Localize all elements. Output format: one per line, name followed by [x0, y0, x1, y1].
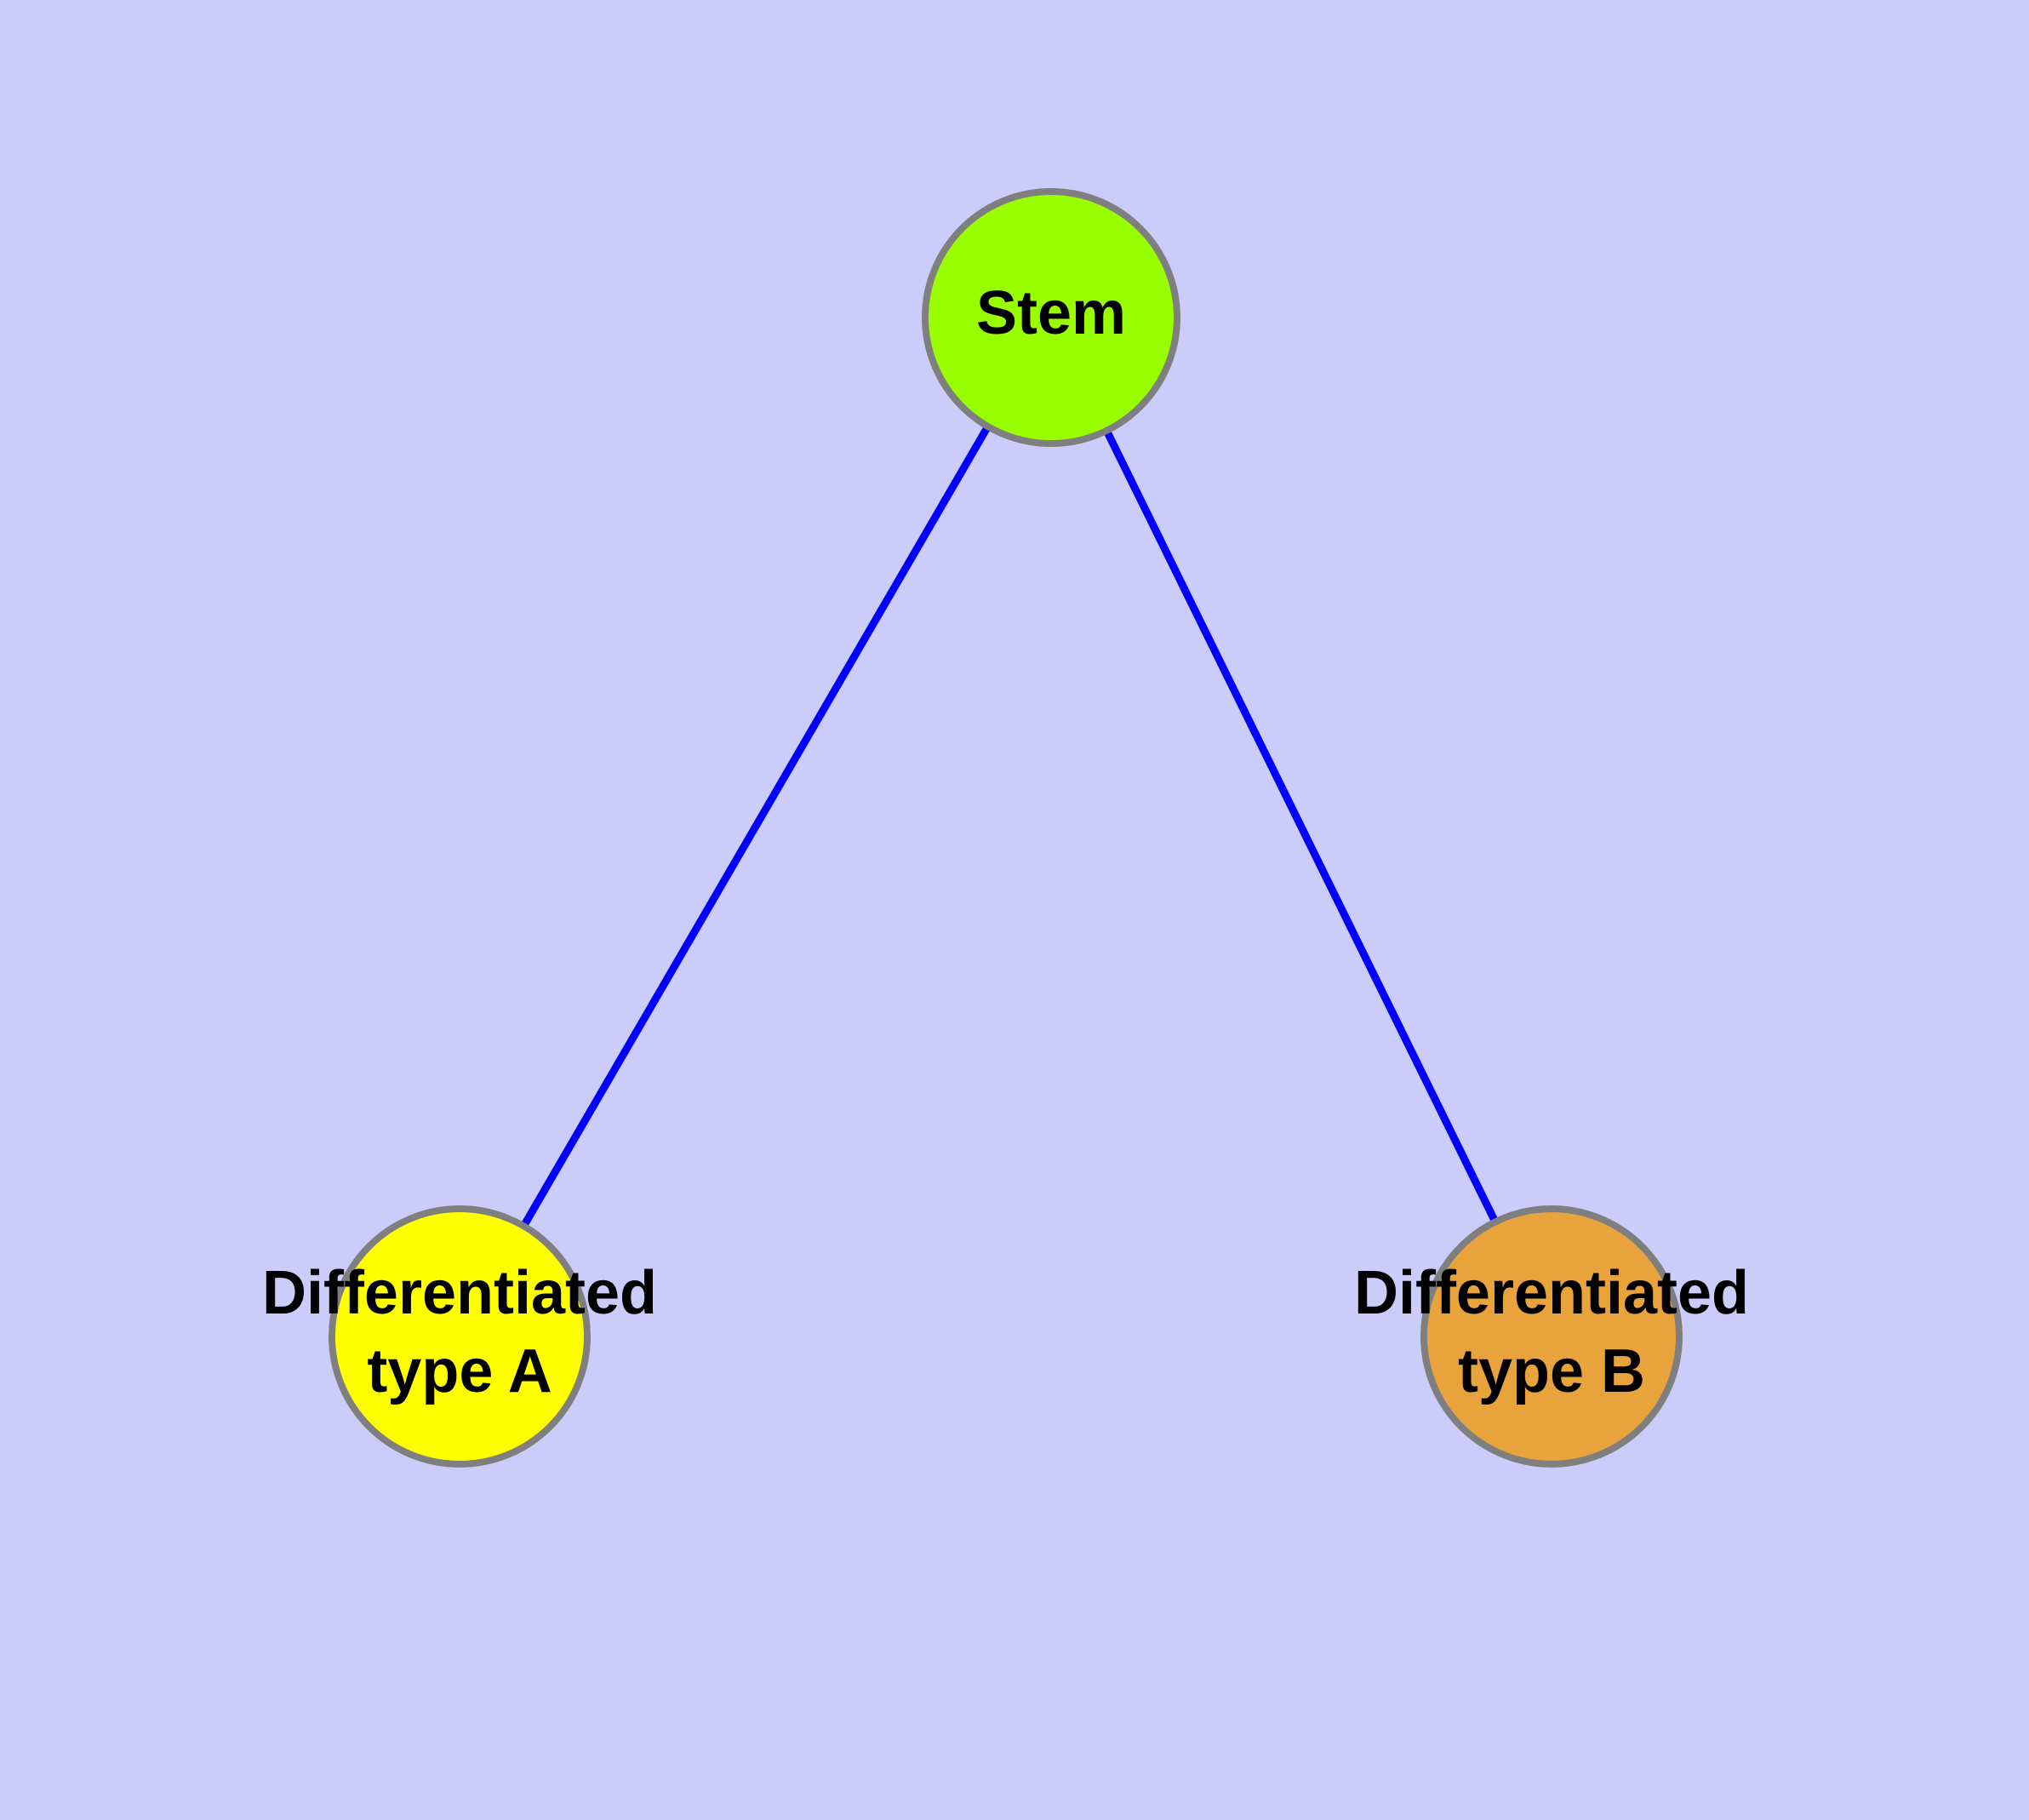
edge-layer [456, 315, 1556, 1339]
edge-stem-to-differentiated-type-b[interactable] [1047, 316, 1556, 1338]
node-differentiated-type-a-circle[interactable] [329, 1205, 591, 1468]
node-stem-circle[interactable] [922, 188, 1180, 447]
edge-stem-to-differentiated-type-a[interactable] [456, 315, 1055, 1339]
node-layer [329, 188, 1683, 1468]
node-stem-label: Stem [976, 279, 1126, 347]
node-differentiated-type-b-circle[interactable] [1420, 1205, 1683, 1468]
